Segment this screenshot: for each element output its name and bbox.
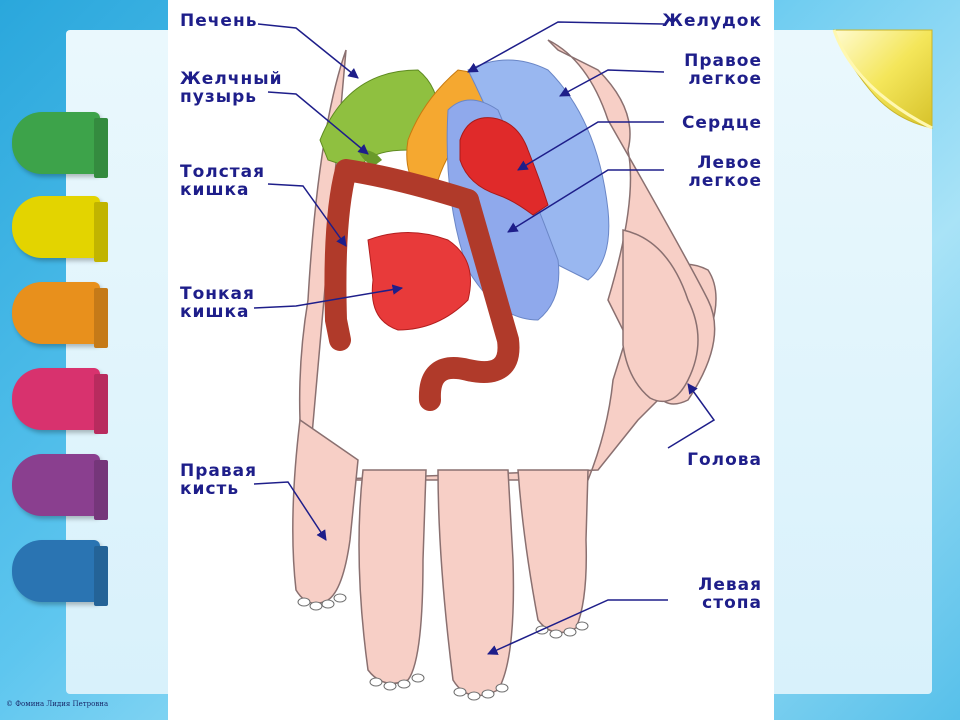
- label-left-foot: Левая стопа: [698, 575, 762, 613]
- arrow-left-foot: [487, 599, 668, 655]
- arrow-right-hand: [253, 481, 327, 541]
- heart-organ: [459, 117, 549, 216]
- label-large-intestine: Толстая кишка: [180, 162, 266, 200]
- arrow-small-intestine: [253, 284, 404, 309]
- arrow-left-lung: [507, 169, 664, 233]
- tab-green[interactable]: [12, 112, 100, 174]
- arrow-gallbladder: [267, 91, 369, 155]
- tab-yellow[interactable]: [12, 196, 100, 258]
- arrow-heart: [517, 121, 664, 171]
- tab-pink[interactable]: [12, 368, 100, 430]
- arrow-head: [667, 383, 716, 449]
- label-right-hand: Правая кисть: [180, 461, 258, 499]
- label-liver: Печень: [180, 11, 258, 31]
- toe-marks: [297, 593, 589, 701]
- arrow-liver: [257, 23, 359, 79]
- label-stomach: Желудок: [662, 11, 762, 31]
- label-arrows: [253, 21, 716, 655]
- label-heart: Сердце: [681, 113, 762, 133]
- page-curl-corner: [832, 29, 933, 130]
- tab-purple[interactable]: [12, 454, 100, 516]
- tab-orange[interactable]: [12, 282, 100, 344]
- label-gallbladder: Желчный пузырь: [180, 69, 283, 107]
- label-head: Голова: [687, 450, 762, 470]
- small-intestine-organ: [367, 232, 471, 331]
- palm-organ-diagram: [253, 21, 717, 701]
- label-left-lung: Левое легкое: [688, 153, 762, 191]
- arrow-large-intestine: [267, 183, 347, 247]
- label-small-intestine: Тонкая кишка: [180, 284, 255, 322]
- label-right-lung: Правое легкое: [684, 51, 762, 89]
- diagram-area: Печень Желчный пузырь Толстая кишка Тонк…: [168, 0, 774, 720]
- tab-blue[interactable]: [12, 540, 100, 602]
- copyright-text: © Фомина Лидия Петровна: [6, 700, 109, 708]
- arrow-stomach: [467, 21, 665, 73]
- hand-shape: [292, 39, 717, 697]
- arrow-right-lung: [559, 69, 665, 97]
